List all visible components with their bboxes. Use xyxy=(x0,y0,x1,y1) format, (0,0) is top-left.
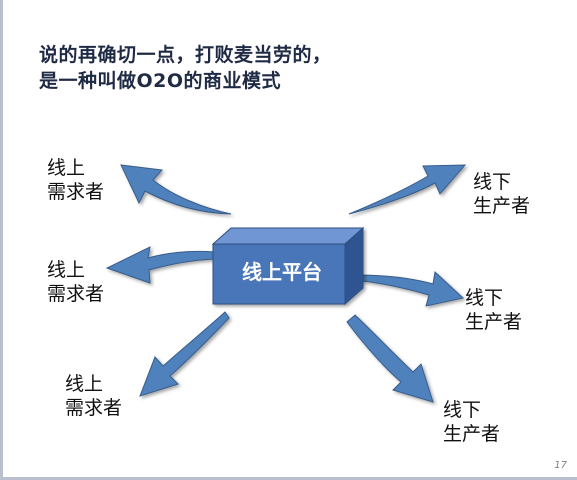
arrow-to-supply-mid-right xyxy=(354,271,465,307)
o2o-diagram xyxy=(105,164,467,403)
demand-node-middle-line1: 线上 xyxy=(47,259,86,281)
demand-node-bottom: 线上 需求者 xyxy=(65,372,122,420)
demand-node-top: 线上 需求者 xyxy=(47,156,104,204)
demand-node-middle-line2: 需求者 xyxy=(47,283,105,305)
arrow-to-demand-mid-left xyxy=(105,246,216,284)
arrow-to-supply-bottom-right xyxy=(346,314,434,403)
demand-node-bottom-line2: 需求者 xyxy=(65,397,123,419)
arrow-to-demand-top-left xyxy=(120,164,232,215)
supply-node-top: 线下 生产者 xyxy=(473,170,530,218)
supply-node-bottom-line2: 生产者 xyxy=(443,423,501,445)
supply-node-top-line1: 线下 xyxy=(473,171,512,193)
box-top-face xyxy=(211,227,365,245)
center-platform-label: 线上平台 xyxy=(242,260,322,284)
supply-node-middle: 线下 生产者 xyxy=(465,286,522,334)
slide-title-line-2: 是一种叫做O2O的商业模式 xyxy=(39,70,282,92)
supply-node-middle-line2: 生产者 xyxy=(465,311,523,333)
arrow-to-demand-bottom-left xyxy=(139,311,230,397)
demand-node-middle: 线上 需求者 xyxy=(47,258,104,306)
supply-node-middle-line1: 线下 xyxy=(465,287,504,309)
supply-node-top-line2: 生产者 xyxy=(473,195,531,217)
page-number: 17 xyxy=(554,460,567,471)
supply-node-bottom: 线下 生产者 xyxy=(443,398,500,446)
demand-node-top-line2: 需求者 xyxy=(47,181,105,203)
central-platform-box xyxy=(211,226,365,306)
supply-node-bottom-line1: 线下 xyxy=(443,399,482,421)
slide-title-line-1: 说的再确切一点，打败麦当劳的， xyxy=(39,44,332,66)
demand-node-top-line1: 线上 xyxy=(47,157,86,179)
arrow-to-supply-top-right xyxy=(348,164,467,215)
box-front-face xyxy=(212,243,346,305)
demand-node-bottom-line1: 线上 xyxy=(65,373,104,395)
